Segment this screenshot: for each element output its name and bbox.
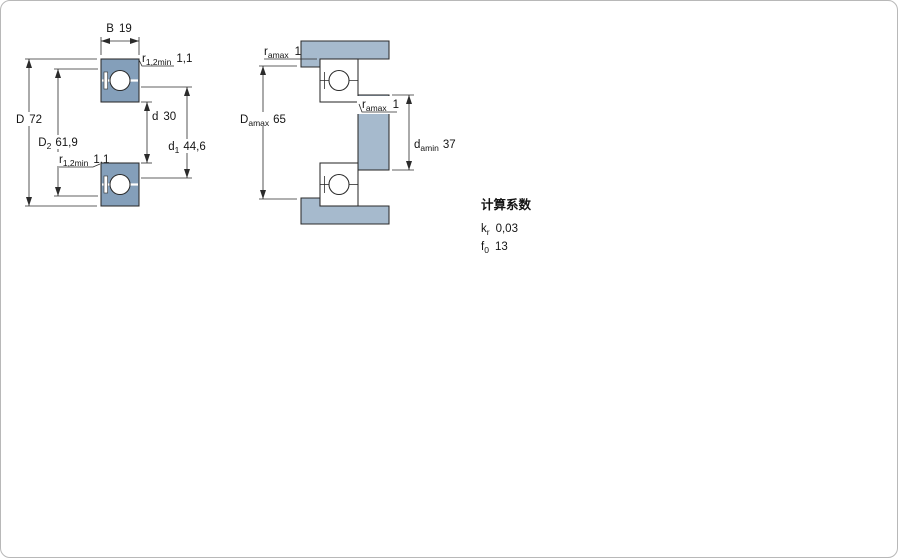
label-background — [162, 139, 212, 153]
shield — [103, 71, 108, 90]
ball — [328, 69, 350, 92]
shield — [103, 175, 108, 194]
ball — [109, 69, 131, 92]
label-background — [235, 112, 292, 126]
dim-width-B — [100, 37, 140, 55]
dim-shaft-abutment-da — [392, 94, 414, 171]
dim-shoulder-outer-D2 — [54, 68, 98, 197]
dim-housing-abutment-Da — [259, 65, 297, 200]
ball — [109, 173, 131, 196]
calculation-factors-title: 计算系数 — [481, 197, 532, 212]
leader-line — [358, 103, 397, 113]
leader-line — [138, 59, 174, 67]
bearing-cross-section-top — [100, 58, 140, 103]
leader-line — [59, 163, 101, 168]
label-background — [357, 96, 407, 114]
label-background — [9, 112, 50, 126]
bearing-cross-section-top — [319, 58, 359, 103]
dim-shoulder-inner-d1 — [141, 86, 192, 179]
dim-bore-d — [141, 101, 152, 164]
bearing-cross-section-bottom — [319, 162, 359, 207]
bearing-cross-section-bottom — [100, 162, 140, 207]
dim-outer-diameter-D — [25, 58, 97, 207]
label-background — [32, 135, 85, 149]
ball — [328, 173, 350, 196]
